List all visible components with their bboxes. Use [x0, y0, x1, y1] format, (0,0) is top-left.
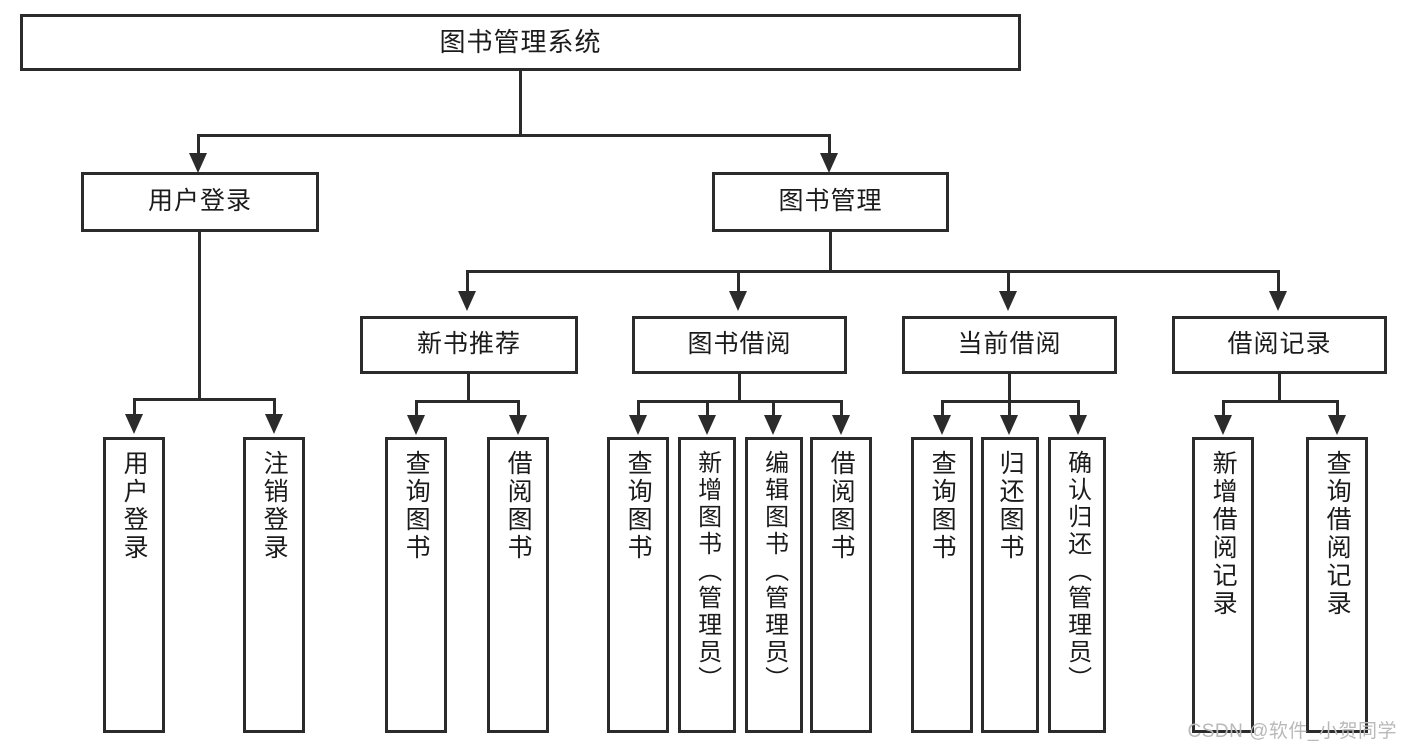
connector-new-book-stem	[467, 374, 470, 402]
node-current-borrow[interactable]: 当前借阅	[902, 316, 1117, 374]
arrowhead-user-login	[189, 153, 207, 173]
node-label: 借阅图书	[504, 450, 533, 562]
connector-drop-leaf-query-book-2	[637, 400, 640, 418]
node-new-book-recommend[interactable]: 新书推荐	[360, 316, 578, 374]
arrowhead-leaf-confirm-return	[1069, 415, 1087, 435]
connector-drop-leaf-confirm-return	[1077, 400, 1080, 418]
arrowhead-new-book-recommend	[458, 291, 476, 311]
connector-drop-leaf-add-book	[706, 400, 709, 418]
node-label: 当前借阅	[957, 330, 1062, 359]
csdn-watermark: CSDN @软件_小贺同学	[1187, 721, 1397, 742]
node-book-borrow[interactable]: 图书借阅	[632, 316, 847, 374]
arrowhead-leaf-query-book-3	[933, 415, 951, 435]
arrowhead-leaf-return-book	[1000, 415, 1018, 435]
node-label: 借阅图书	[827, 450, 856, 562]
connector-drop-leaf-query-record	[1336, 400, 1339, 418]
connector-user-login-bar	[133, 398, 276, 401]
leaf-confirm-return-admin[interactable]: 确认归还（管理员）	[1048, 437, 1106, 733]
arrowhead-leaf-query-book-2	[629, 415, 647, 435]
arrowhead-leaf-edit-book	[764, 415, 782, 435]
arrowhead-leaf-query-record	[1328, 415, 1346, 435]
node-book-management[interactable]: 图书管理	[712, 172, 949, 232]
connector-level3-bar	[466, 270, 1280, 273]
leaf-borrow-book-recommend[interactable]: 借阅图书	[487, 437, 549, 733]
connector-drop-leaf-user-login	[133, 398, 136, 418]
leaf-query-book-current[interactable]: 查询图书	[911, 437, 973, 733]
node-label: 图书管理	[778, 187, 883, 216]
connector-drop-leaf-query-book-1	[415, 400, 418, 418]
connector-drop-new-book	[466, 270, 469, 294]
arrowhead-leaf-borrow-book-2	[832, 415, 850, 435]
leaf-query-book-borrow[interactable]: 查询图书	[607, 437, 669, 733]
node-label: 新增借阅记录	[1209, 450, 1238, 618]
connector-user-login-stem	[198, 232, 201, 400]
arrowhead-leaf-logout-login	[265, 414, 283, 434]
arrowhead-book-borrow	[729, 291, 747, 311]
connector-drop-leaf-edit-book	[772, 400, 775, 418]
connector-book-borrow-bar	[637, 400, 843, 403]
leaf-user-login[interactable]: 用户登录	[103, 437, 165, 733]
connector-drop-book-borrow	[737, 270, 740, 294]
arrowhead-book-manage	[820, 153, 838, 173]
node-label: 确认归还（管理员）	[1063, 450, 1091, 693]
connector-drop-borrow-record	[1277, 270, 1280, 294]
leaf-add-book-admin[interactable]: 新增图书（管理员）	[678, 437, 736, 733]
arrowhead-leaf-add-record	[1214, 415, 1232, 435]
leaf-query-borrow-record[interactable]: 查询借阅记录	[1306, 437, 1368, 733]
connector-drop-current-borrow	[1007, 270, 1010, 294]
node-label: 新书推荐	[416, 330, 521, 359]
arrowhead-borrow-record	[1269, 291, 1287, 311]
connector-borrow-record-stem	[1278, 374, 1281, 402]
connector-book-manage-stem	[829, 232, 832, 272]
node-label: 查询图书	[928, 450, 957, 562]
arrowhead-leaf-query-book-1	[407, 415, 425, 435]
connector-drop-book-manage	[828, 134, 831, 157]
node-borrow-record[interactable]: 借阅记录	[1172, 316, 1387, 374]
arrowhead-current-borrow	[999, 291, 1017, 311]
connector-drop-leaf-query-book-3	[941, 400, 944, 418]
node-user-login[interactable]: 用户登录	[81, 172, 319, 232]
arrowhead-leaf-user-login	[125, 414, 143, 434]
connector-book-borrow-stem	[738, 374, 741, 402]
node-label: 归还图书	[996, 450, 1025, 562]
connector-current-borrow-stem	[1008, 374, 1011, 402]
node-label: 图书借阅	[687, 330, 792, 359]
node-label: 图书管理系统	[439, 27, 602, 58]
node-label: 查询借阅记录	[1323, 450, 1352, 618]
node-label: 借阅记录	[1227, 330, 1332, 359]
node-label: 查询图书	[402, 450, 431, 562]
connector-level1-bar	[197, 134, 831, 137]
leaf-borrow-book-borrow[interactable]: 借阅图书	[810, 437, 872, 733]
connector-drop-leaf-logout-login	[273, 398, 276, 418]
connector-drop-leaf-borrow-book-2	[840, 400, 843, 418]
node-label: 新增图书（管理员）	[693, 450, 721, 693]
node-label: 用户登录	[120, 450, 149, 562]
node-label: 用户登录	[147, 187, 252, 216]
connector-drop-leaf-borrow-book-1	[517, 400, 520, 418]
connector-drop-leaf-return-book	[1008, 400, 1011, 418]
node-root-book-management-system[interactable]: 图书管理系统	[20, 14, 1021, 71]
connector-new-book-bar	[415, 400, 520, 403]
arrowhead-leaf-add-book	[698, 415, 716, 435]
leaf-logout-login[interactable]: 注销登录	[243, 437, 305, 733]
connector-borrow-record-bar	[1222, 400, 1339, 403]
node-label: 注销登录	[260, 450, 289, 562]
leaf-edit-book-admin[interactable]: 编辑图书（管理员）	[745, 437, 803, 733]
leaf-query-book-recommend[interactable]: 查询图书	[385, 437, 447, 733]
leaf-add-borrow-record[interactable]: 新增借阅记录	[1192, 437, 1254, 733]
arrowhead-leaf-borrow-book-1	[509, 415, 527, 435]
connector-root-stem	[519, 71, 522, 134]
leaf-return-book[interactable]: 归还图书	[981, 437, 1039, 733]
connector-drop-user-login	[197, 134, 200, 157]
node-label: 编辑图书（管理员）	[760, 450, 788, 693]
connector-drop-leaf-add-record	[1222, 400, 1225, 418]
node-label: 查询图书	[624, 450, 653, 562]
